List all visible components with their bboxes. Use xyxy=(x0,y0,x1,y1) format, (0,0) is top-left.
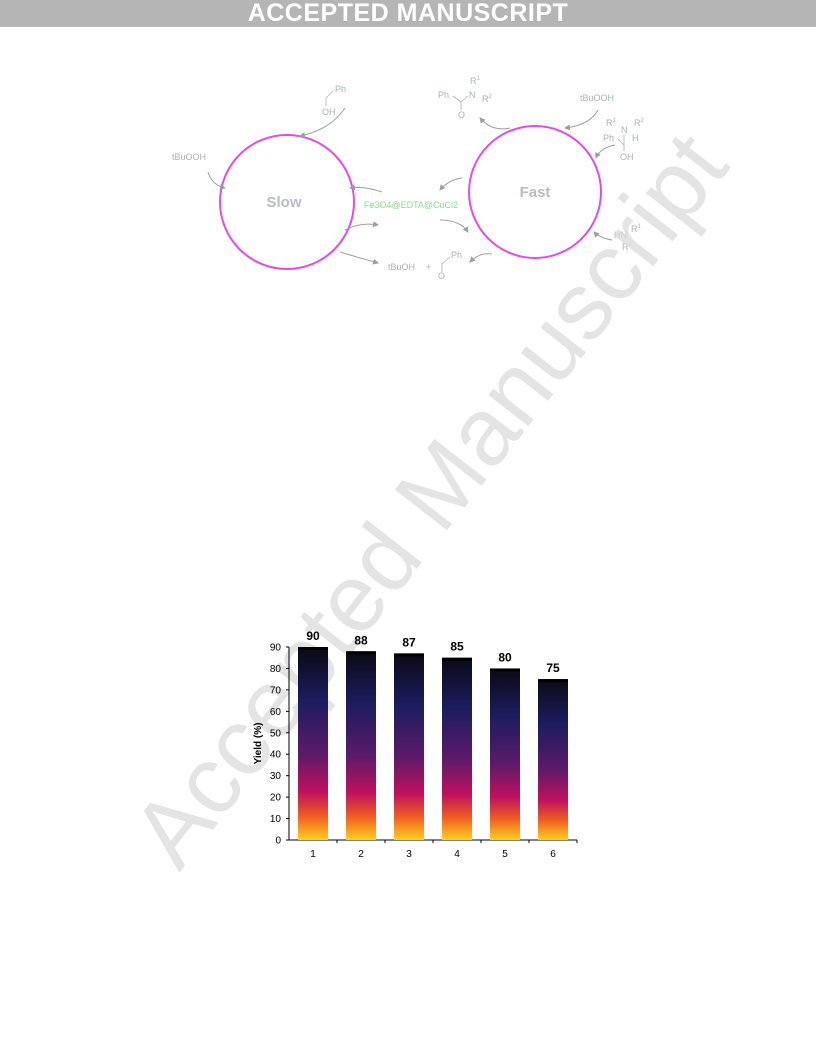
amine-structure: HN R1 R2 xyxy=(614,224,642,252)
arrow-amine xyxy=(593,231,613,241)
data-label: 88 xyxy=(354,633,368,647)
data-label: 75 xyxy=(546,661,560,675)
slow-cycle-circle xyxy=(219,134,355,270)
tbuoh-label: tBuOH xyxy=(388,262,415,272)
data-label: 90 xyxy=(306,629,320,643)
svg-text:Ph: Ph xyxy=(603,133,614,143)
arrow-amide-product xyxy=(479,117,511,130)
tbuooh-left-label: tBuOOH xyxy=(172,152,206,162)
hemiaminal-structure: R1 N R2 Ph H OH xyxy=(603,118,645,162)
svg-text:R2: R2 xyxy=(622,242,633,252)
fast-cycle-circle xyxy=(468,125,602,259)
svg-text:OH: OH xyxy=(322,107,336,117)
bar-5 xyxy=(490,668,520,840)
bar-cap-5 xyxy=(490,668,520,672)
arrow-tbuooh-left xyxy=(207,171,226,190)
svg-text:Ph: Ph xyxy=(335,84,346,94)
y-tick-label: 40 xyxy=(270,750,282,761)
x-tick-label: 4 xyxy=(454,849,460,860)
bar-cap-1 xyxy=(298,647,328,650)
svg-text:R2: R2 xyxy=(482,94,493,104)
arrow-aldehyde xyxy=(469,253,493,263)
svg-text:R1: R1 xyxy=(606,118,617,128)
bar-2 xyxy=(346,651,376,840)
svg-text:Ph: Ph xyxy=(438,90,449,100)
slow-label: Slow xyxy=(266,194,301,211)
arrow-tbuoh xyxy=(339,251,379,265)
svg-text:Ph: Ph xyxy=(451,250,462,260)
svg-text:H: H xyxy=(632,133,639,143)
bar-cap-3 xyxy=(394,653,424,657)
data-label: 80 xyxy=(498,650,512,664)
tbuooh-right-label: tBuOOH xyxy=(580,93,614,103)
bar-cap-2 xyxy=(346,651,376,655)
x-tick-label: 1 xyxy=(310,849,316,860)
arrow-hemiaminal xyxy=(595,144,616,159)
bar-3 xyxy=(394,653,424,840)
y-axis-title: Yield (%) xyxy=(253,723,264,765)
data-label: 87 xyxy=(402,635,416,649)
amide-product-structure: Ph O N R1 R2 xyxy=(438,76,493,120)
y-tick-label: 30 xyxy=(270,771,282,782)
fast-label: Fast xyxy=(520,184,551,201)
svg-text:R1: R1 xyxy=(470,76,481,86)
x-tick-label: 2 xyxy=(358,849,364,860)
benzaldehyde-structure: Ph O xyxy=(438,250,462,281)
plus-sign: + xyxy=(426,262,431,272)
bar-cap-4 xyxy=(442,657,472,661)
x-tick-label: 5 xyxy=(502,849,508,860)
bar-4 xyxy=(442,657,472,840)
y-tick-label: 60 xyxy=(270,707,282,718)
bar-6 xyxy=(538,679,568,840)
arrow-catalyst-to-fast xyxy=(439,219,469,233)
svg-text:HN: HN xyxy=(614,230,627,240)
arrow-to-catalyst-left xyxy=(344,221,379,231)
svg-text:O: O xyxy=(438,271,445,281)
y-tick-label: 10 xyxy=(270,814,282,825)
x-tick-label: 3 xyxy=(406,849,412,860)
arrow-fast-to-catalyst xyxy=(439,177,463,191)
bar-cap-6 xyxy=(538,679,568,683)
svg-text:O: O xyxy=(458,110,465,120)
benzyl-alcohol-structure: Ph OH xyxy=(322,84,346,117)
svg-text:R2: R2 xyxy=(634,118,645,128)
y-tick-label: 80 xyxy=(270,664,282,675)
arrow-benzyl-alcohol xyxy=(299,107,346,138)
y-tick-label: 50 xyxy=(270,728,282,739)
bar-1 xyxy=(298,647,328,840)
banner-text: ACCEPTED MANUSCRIPT xyxy=(247,0,569,27)
svg-text:N: N xyxy=(621,125,628,135)
catalyst-label: Fe3O4@EDTA@CuCl2 xyxy=(364,200,458,210)
y-tick-label: 20 xyxy=(270,793,282,804)
reaction-scheme: Slow Fast Fe3O4@EDTA@CuCl2 tBuOOH Ph OH … xyxy=(172,76,645,281)
arrow-tbuooh-right xyxy=(564,109,599,131)
svg-text:R1: R1 xyxy=(631,224,642,234)
chart-bars xyxy=(298,647,568,840)
arrow-catalyst-to-slow xyxy=(349,184,383,193)
accepted-manuscript-banner: ACCEPTED MANUSCRIPT xyxy=(0,0,816,27)
y-tick-label: 0 xyxy=(275,836,281,847)
x-tick-label: 6 xyxy=(550,849,556,860)
svg-text:N: N xyxy=(469,90,476,100)
chart-labels: 1 90 2 88 3 87 4 85 5 80 6 75 xyxy=(306,629,560,860)
y-tick-label: 90 xyxy=(270,643,282,654)
y-tick-label: 70 xyxy=(270,685,282,696)
svg-text:OH: OH xyxy=(620,152,634,162)
data-label: 85 xyxy=(450,640,464,654)
